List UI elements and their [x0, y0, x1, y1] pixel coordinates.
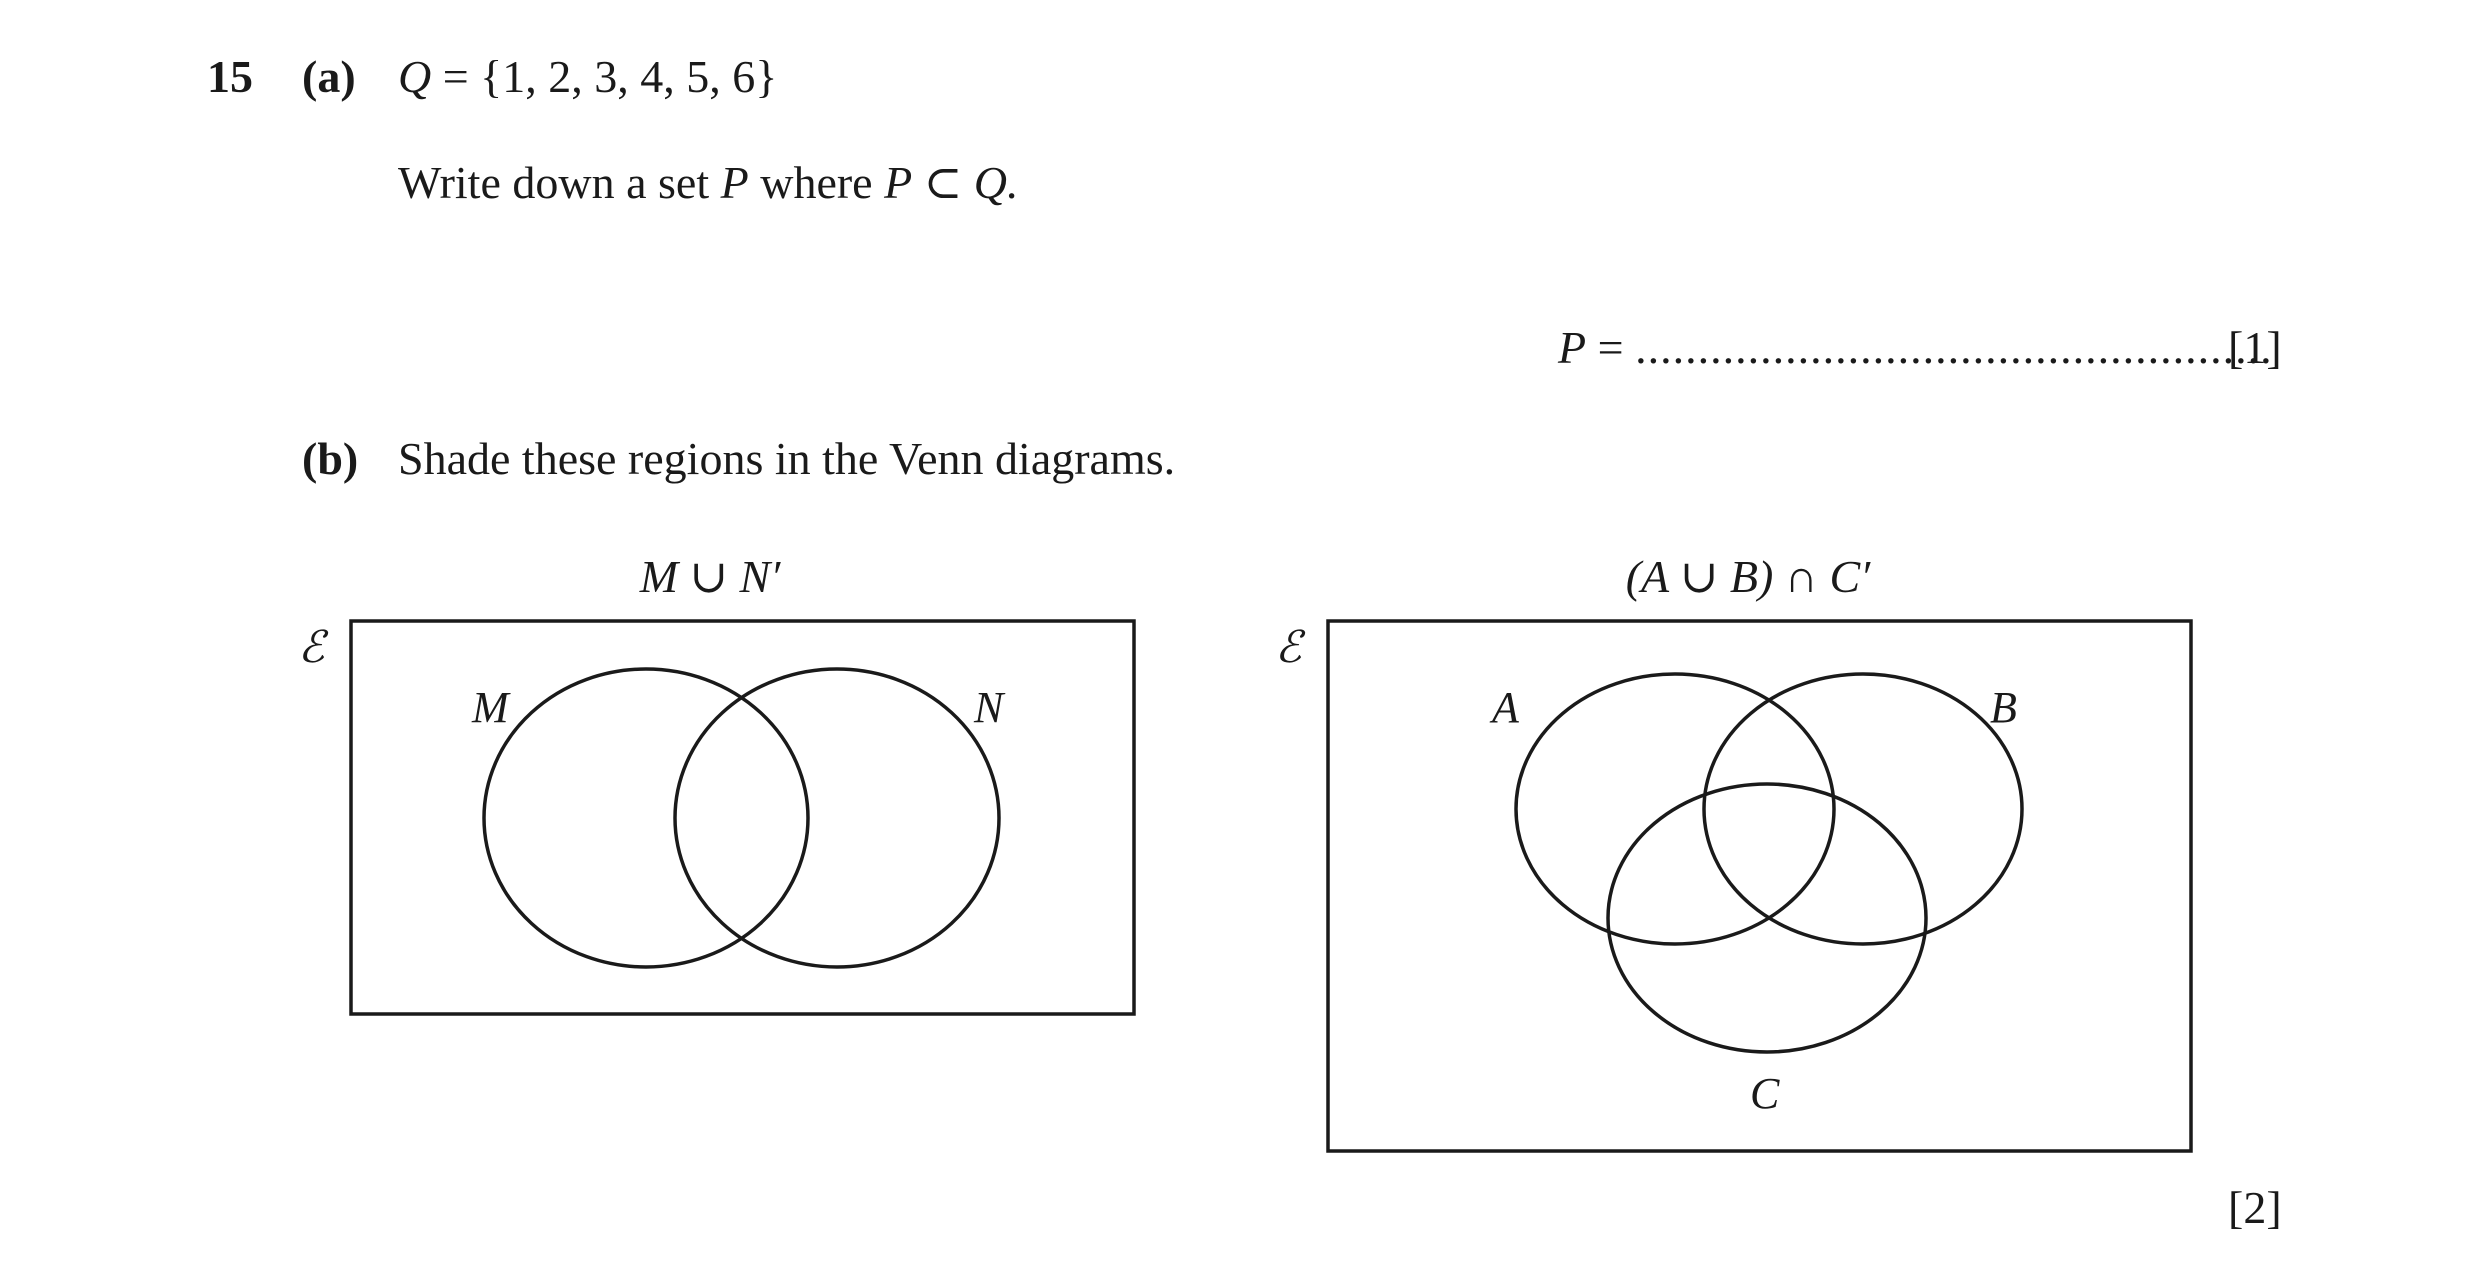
venn-2-label-c: C: [1750, 1069, 1780, 1118]
venn-1-label-m: M: [471, 683, 511, 732]
venn-diagram-1: M ∪ N′ ℰ M N: [298, 551, 1136, 1016]
venn-2-label-a: A: [1489, 683, 1520, 732]
venn-2-label-b: B: [1990, 683, 2017, 732]
part-a-label: (a): [302, 51, 356, 102]
set-q-definition: Q = {1, 2, 3, 4, 5, 6}: [398, 54, 777, 100]
venn-1-label-n: N: [973, 683, 1006, 732]
question-number: 15: [207, 51, 253, 102]
instruction-var: P: [720, 157, 749, 208]
answer-equals: =: [1597, 322, 1624, 373]
part-b-instruction: Shade these regions in the Venn diagrams…: [398, 433, 1176, 484]
answer-blank[interactable]: ........................................…: [1635, 322, 2273, 373]
set-q-name: Q: [398, 51, 432, 102]
venn-2-universal-symbol: ℰ: [1275, 623, 1306, 672]
venn-1-circle-m[interactable]: [482, 667, 810, 969]
part-a-instruction: Write down a set P where P ⊂ Q.: [398, 160, 1018, 206]
relation-lhs: P: [884, 157, 913, 208]
answer-var: P: [1558, 322, 1587, 373]
venn-1-title: M ∪ N′: [639, 551, 782, 602]
venn-2-universal-rect[interactable]: [1326, 619, 2193, 1153]
venn-2-circle-c[interactable]: [1606, 782, 1928, 1054]
marks-b: [2]: [2228, 1182, 2282, 1233]
relation-rhs: Q.: [973, 157, 1019, 208]
answer-line-a: P = ....................................…: [1558, 325, 2273, 371]
relation-symbol: ⊂: [923, 157, 963, 208]
venn-1-circle-n[interactable]: [673, 667, 1001, 969]
venn-2-title: (A ∪ B) ∩ C′: [1626, 551, 1871, 602]
venn-1-universal-symbol: ℰ: [298, 623, 329, 672]
venn-2-circle-b[interactable]: [1702, 672, 2024, 946]
instruction-start: Write down a set: [398, 157, 710, 208]
venn-2-circle-a[interactable]: [1514, 672, 1836, 946]
venn-diagram-2: (A ∪ B) ∩ C′ ℰ A B C: [1275, 551, 2193, 1153]
venn-1-universal-rect[interactable]: [349, 619, 1136, 1016]
part-b-label: (b): [302, 433, 359, 484]
set-q-elements: = {1, 2, 3, 4, 5, 6}: [442, 51, 778, 102]
marks-a: [1]: [2228, 322, 2282, 373]
instruction-where: where: [760, 157, 873, 208]
